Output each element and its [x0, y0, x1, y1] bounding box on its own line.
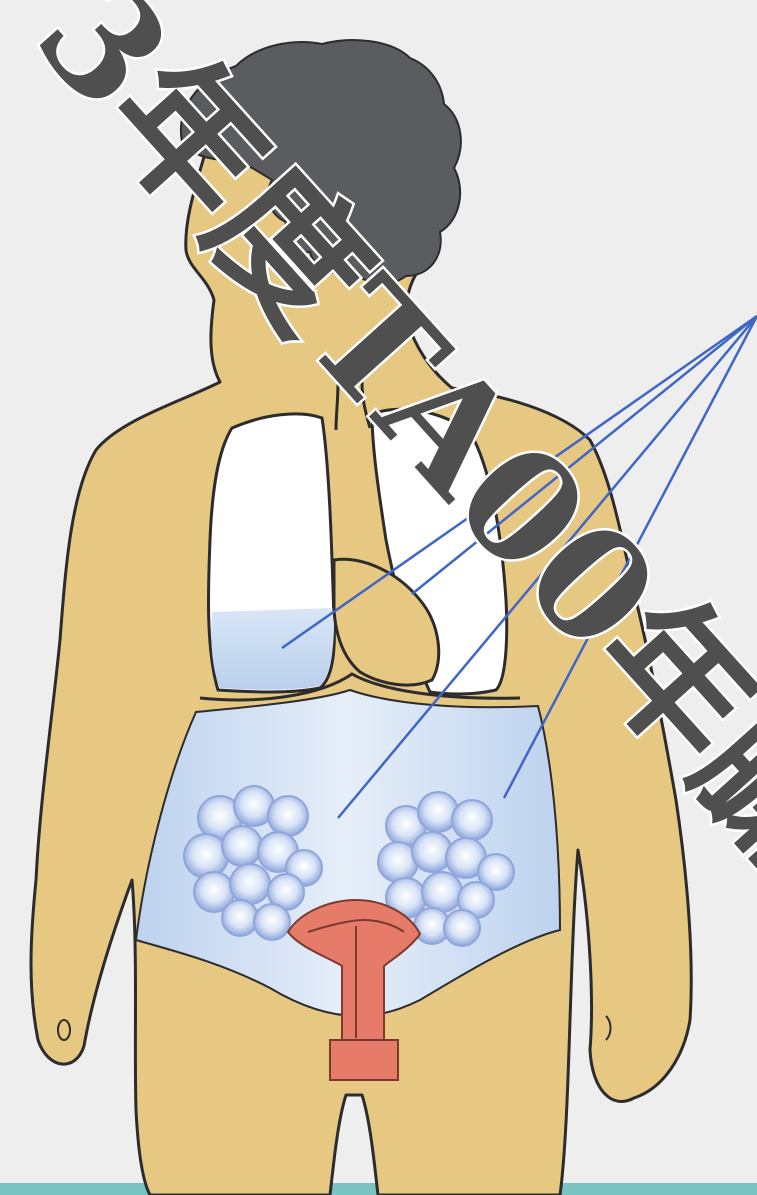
left-pleural-fluid — [211, 608, 334, 690]
